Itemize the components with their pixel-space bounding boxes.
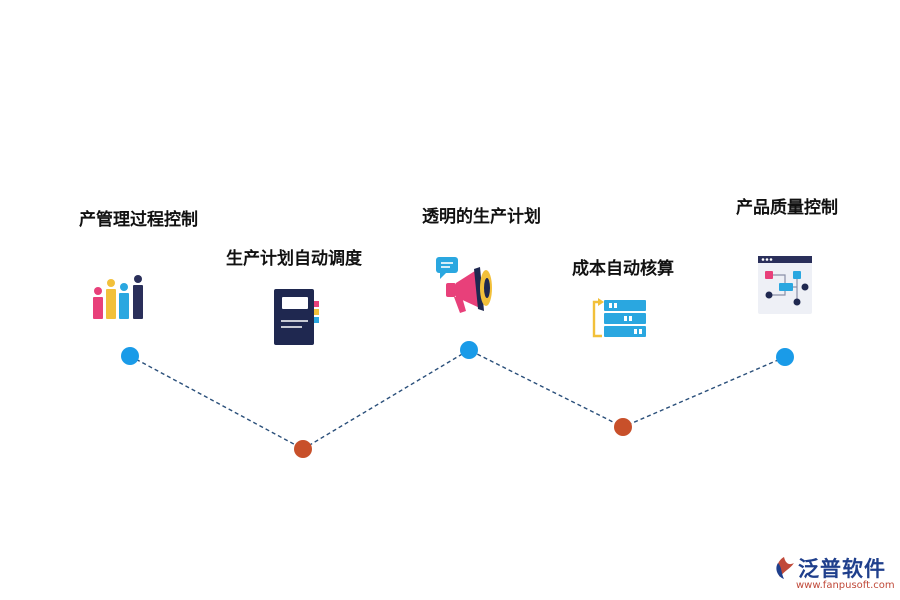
- step-label-5: 产品质量控制: [736, 198, 838, 218]
- bar-chart-icon: [93, 275, 143, 319]
- timeline-connector: [129, 349, 786, 450]
- brand-watermark: 泛普软件 www.fanpusoft.com: [772, 553, 895, 597]
- step-label-4: 成本自动核算: [572, 259, 674, 279]
- brand-url: www.fanpusoft.com: [796, 580, 895, 591]
- step-label-1: 产管理过程控制: [79, 210, 198, 230]
- step-label-2: 生产计划自动调度: [226, 249, 362, 269]
- notebook-icon: [274, 289, 319, 345]
- timeline-node-4: [614, 418, 632, 436]
- flowchart-window-icon: [758, 256, 812, 314]
- brand-logo-icon: [776, 557, 794, 579]
- timeline-node-5: [776, 348, 794, 366]
- brand-name: 泛普软件: [798, 557, 886, 581]
- timeline-node-1: [121, 347, 139, 365]
- timeline-node-3: [460, 341, 478, 359]
- step-label-3: 透明的生产计划: [422, 207, 541, 227]
- server-rack-icon: [592, 298, 646, 338]
- timeline-node-2: [294, 440, 312, 458]
- megaphone-icon: [436, 257, 492, 313]
